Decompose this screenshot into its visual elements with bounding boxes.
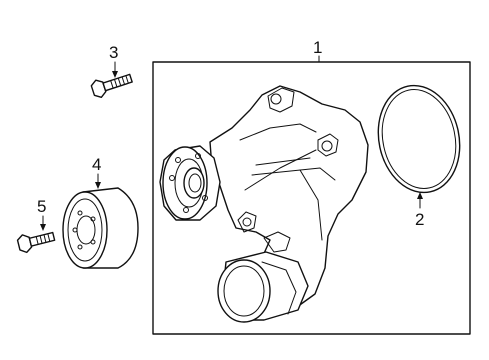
callout-1-label: 1 <box>313 38 322 57</box>
water-pump <box>159 85 369 323</box>
callout-5: 5 <box>37 197 46 231</box>
callout-4: 4 <box>92 155 101 189</box>
callout-2: 2 <box>415 192 424 229</box>
bolt-left <box>16 231 56 254</box>
callout-1: 1 <box>313 38 322 63</box>
gasket-ring <box>377 84 461 194</box>
callout-2-label: 2 <box>415 210 424 229</box>
callout-3: 3 <box>109 43 118 78</box>
callout-3-label: 3 <box>109 43 118 62</box>
bolt-top <box>90 73 133 98</box>
assembly-frame <box>152 61 471 335</box>
callout-5-label: 5 <box>37 197 46 216</box>
pulley <box>62 187 139 269</box>
callout-4-label: 4 <box>92 155 101 174</box>
